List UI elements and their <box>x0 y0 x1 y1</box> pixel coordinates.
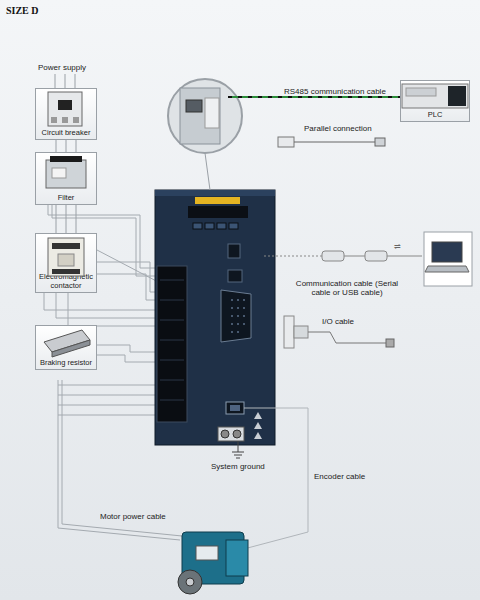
cable-label: Power supply <box>38 63 118 72</box>
device-label: Braking resistor <box>36 359 96 368</box>
power-wire <box>56 205 76 233</box>
cable-label: Communication cable (Serial cable or USB… <box>288 279 406 297</box>
cable-label: System ground <box>211 462 281 471</box>
diagram-title: SIZE D <box>6 5 39 16</box>
cable-label: Encoder cable <box>314 472 384 481</box>
device-label: Circuit breaker <box>36 129 96 138</box>
cable-label: I/O cable <box>322 317 382 326</box>
svg-text:⇌: ⇌ <box>394 242 401 251</box>
device-label: PLC <box>401 111 469 120</box>
cable-label: Parallel connection <box>304 124 399 133</box>
cable-label: Motor power cable <box>100 512 190 521</box>
power-wire <box>56 140 76 152</box>
cable-label: RS485 communication cable <box>284 87 409 96</box>
device-label: Filter <box>36 194 96 203</box>
